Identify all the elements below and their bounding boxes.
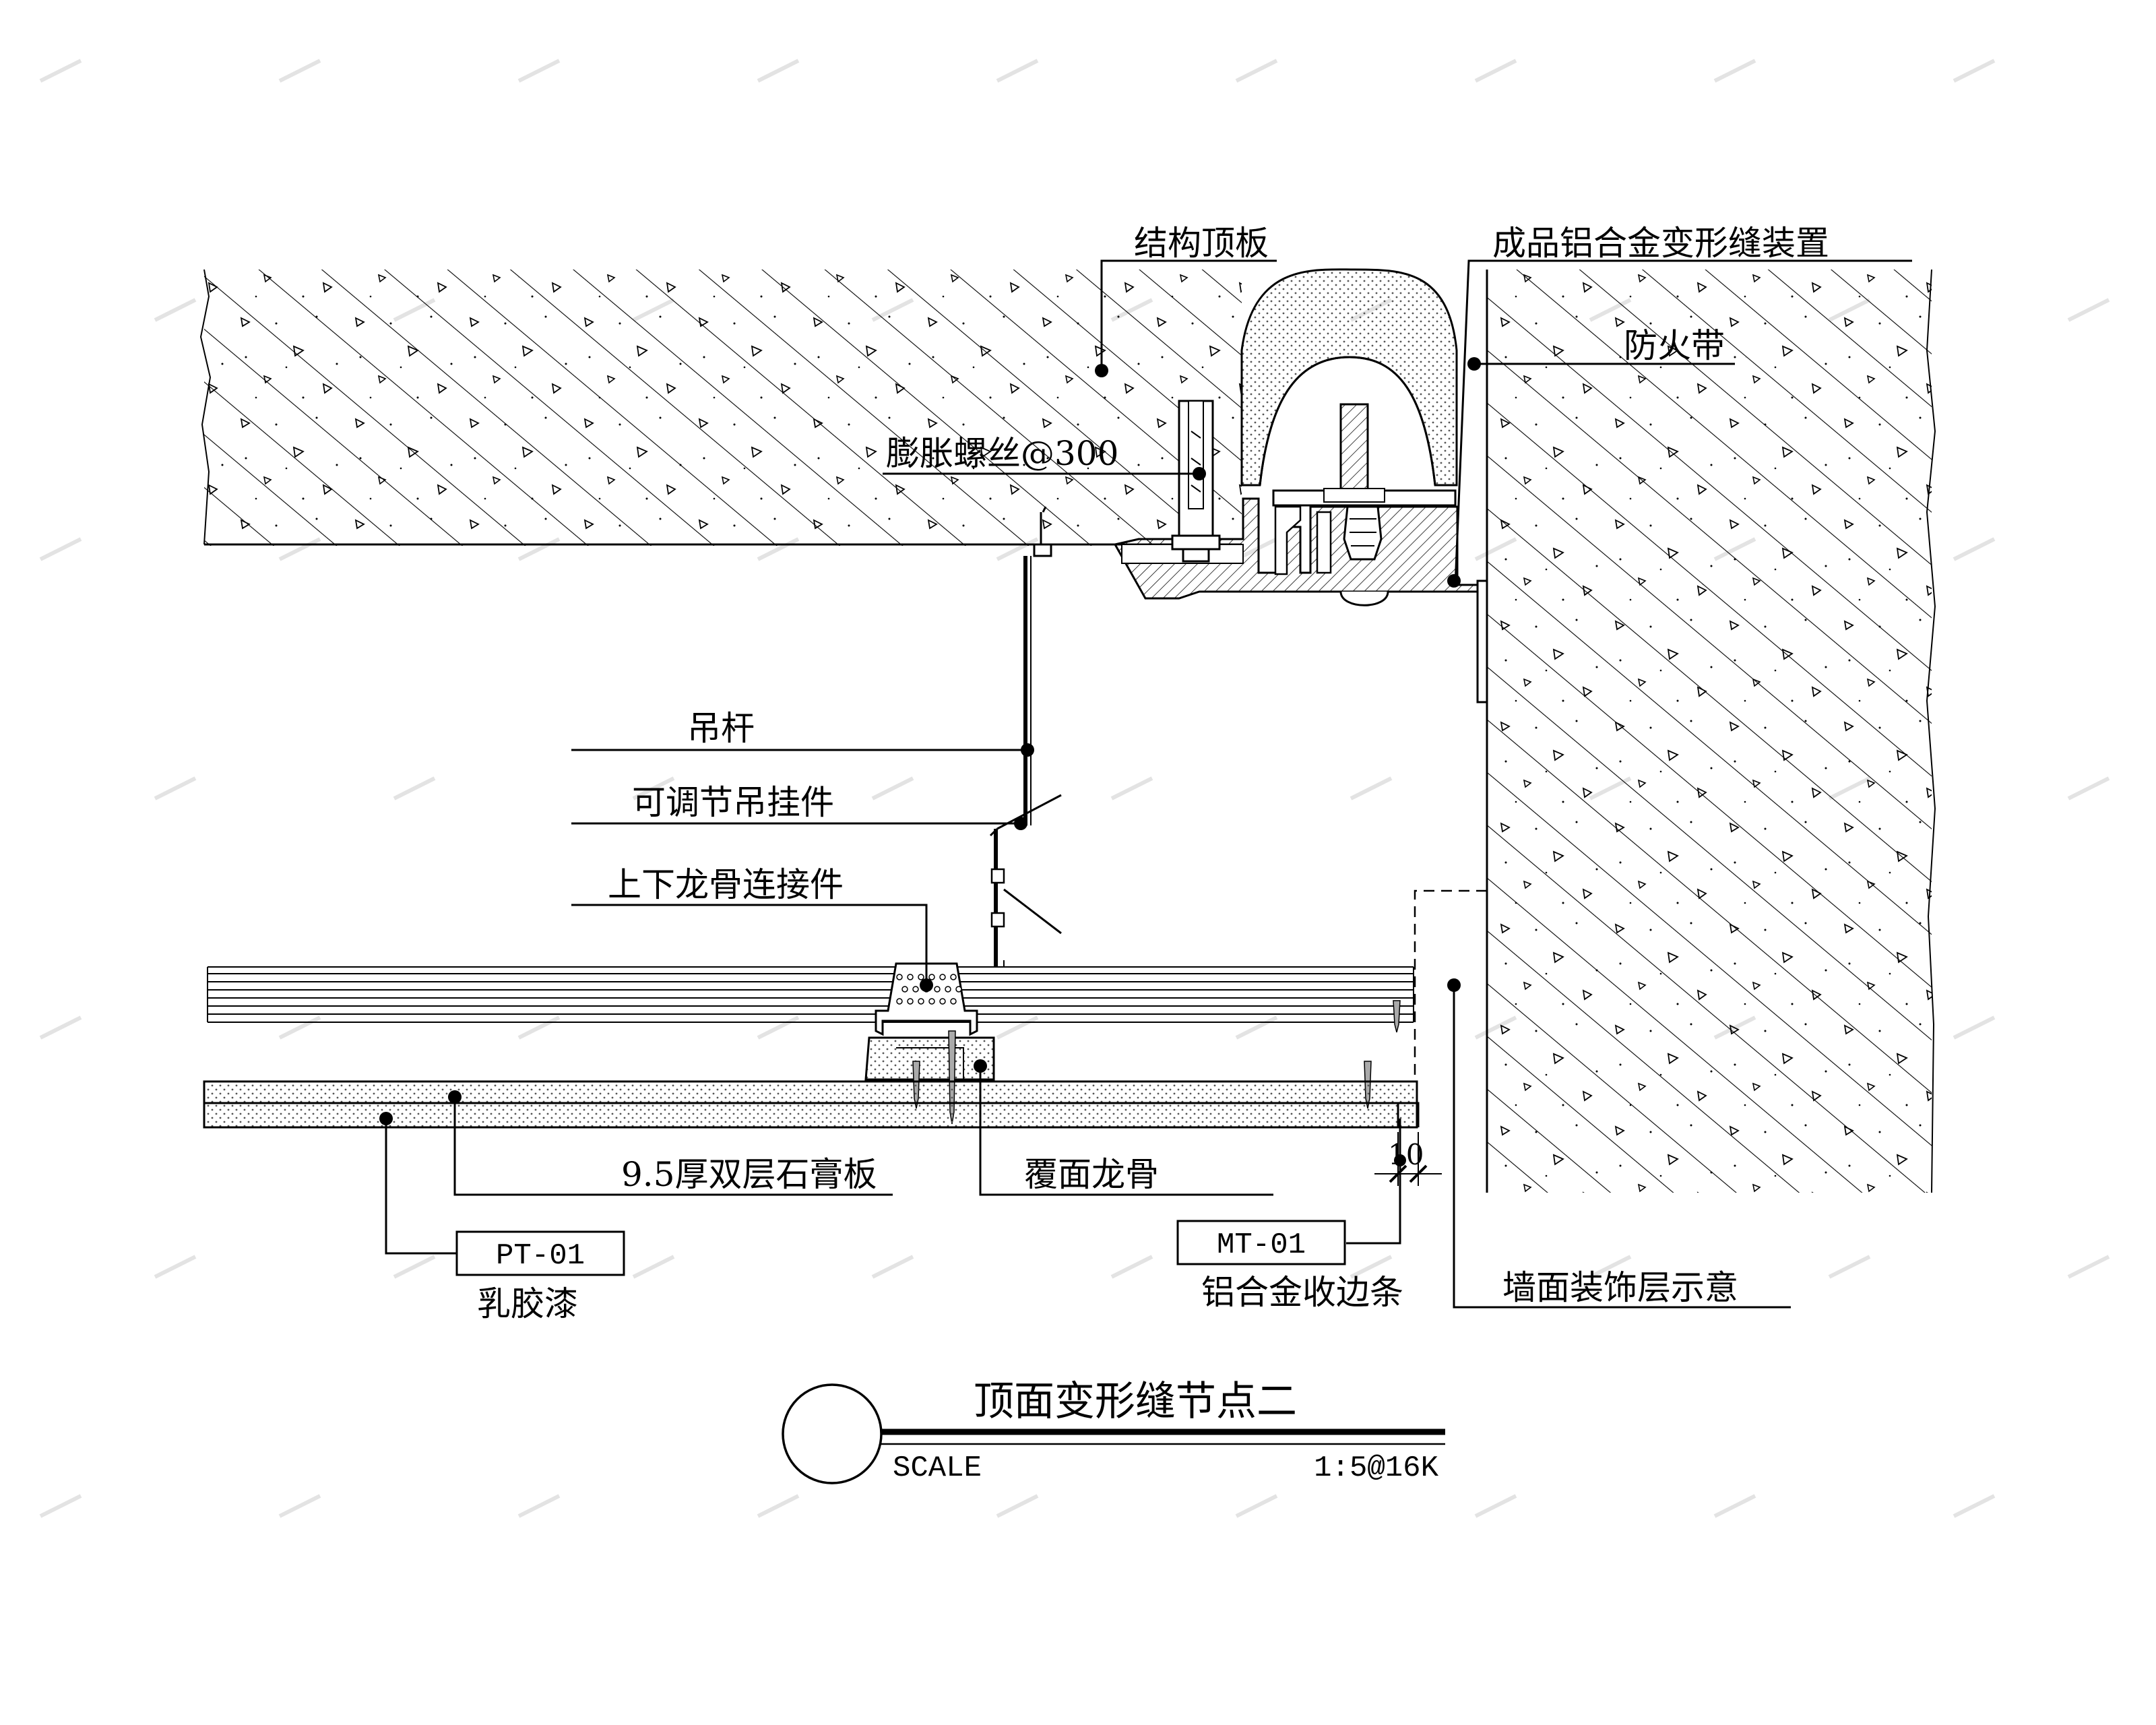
- tag-mt-01-caption: 铝合金收边条: [1201, 1273, 1403, 1312]
- connector-hole: [928, 998, 935, 1005]
- watermark-mark: [39, 59, 82, 83]
- tag-mt-01-code: MT-01: [1217, 1228, 1306, 1262]
- watermark-mark: [1110, 1255, 1153, 1279]
- watermark-mark: [1474, 1494, 1517, 1518]
- connector-hole: [896, 974, 903, 980]
- watermark-mark: [871, 776, 914, 801]
- connector-hole: [918, 998, 924, 1005]
- connector-hole: [907, 998, 914, 1005]
- adjustable-hanger: [989, 794, 1062, 967]
- watermark-mark: [996, 1494, 1039, 1518]
- title-block: 顶面变形缝节点二 SCALE 1:5@16K: [782, 1378, 1445, 1485]
- watermark-mark: [1350, 776, 1393, 801]
- connector-hole: [939, 974, 946, 980]
- watermark-mark: [393, 1255, 436, 1279]
- scale-label: SCALE: [893, 1451, 982, 1485]
- drawing-title: 顶面变形缝节点二: [974, 1378, 1297, 1425]
- watermark-mark: [154, 776, 197, 801]
- watermark-mark: [1828, 1255, 1871, 1279]
- tag-pt-01-caption: 乳胶漆: [477, 1284, 578, 1323]
- watermark-mark: [1474, 59, 1517, 83]
- watermark-mark: [2067, 298, 2110, 322]
- watermark-mark: [1589, 1255, 1632, 1279]
- connector-hole: [934, 986, 941, 993]
- label-fire-strip: 防火带: [1624, 326, 1725, 365]
- watermark-mark: [154, 298, 197, 322]
- watermark-mark: [393, 776, 436, 801]
- label-expansion-joint-device: 成品铝合金变形缝装置: [1492, 224, 1829, 263]
- watermark-mark: [1235, 1494, 1278, 1518]
- watermark-mark: [517, 59, 561, 83]
- watermark-mark: [757, 1015, 800, 1040]
- connector-hole: [901, 986, 908, 993]
- connector-hole: [950, 974, 957, 980]
- watermark-mark: [1350, 1255, 1393, 1279]
- label-dimension-10: 10: [1388, 1138, 1424, 1171]
- fire-strip: [1240, 268, 1458, 487]
- label-expansion-bolt: 膨胀螺丝@300: [886, 434, 1118, 473]
- leader-lines: [379, 259, 1912, 1309]
- label-keel-connector: 上下龙骨连接件: [608, 865, 844, 904]
- tag-pt-01-code: PT-01: [496, 1239, 585, 1273]
- connector-hole: [928, 974, 935, 980]
- label-gypsum-board: 9.5厚双层石膏板: [621, 1155, 877, 1194]
- watermark-mark: [1713, 1494, 1756, 1518]
- watermark-mark: [39, 537, 82, 561]
- watermark-mark: [757, 1494, 800, 1518]
- watermark-mark: [517, 1015, 561, 1040]
- hanger-rod: [1023, 506, 1052, 825]
- connector-hole: [950, 998, 957, 1005]
- watermark-mark: [517, 1494, 561, 1518]
- watermark-mark: [871, 1255, 914, 1279]
- structural-slab: [199, 269, 1242, 546]
- scale-value: 1:5@16K: [1314, 1451, 1438, 1485]
- connector-hole: [896, 998, 903, 1005]
- expansion-bolt: [1171, 400, 1221, 563]
- watermark-mark: [1953, 1494, 1996, 1518]
- connector-hole: [918, 974, 924, 980]
- keel-connector: [875, 962, 978, 1036]
- watermark-mark: [2067, 776, 2110, 801]
- watermark-mark: [996, 1015, 1039, 1040]
- watermark-mark: [1235, 59, 1278, 83]
- watermark-mark: [39, 1494, 82, 1518]
- watermark-mark: [39, 1015, 82, 1040]
- connector-hole: [912, 986, 919, 993]
- watermark-mark: [632, 1255, 675, 1279]
- watermark-mark: [996, 59, 1039, 83]
- connector-hole: [945, 986, 951, 993]
- label-wall-finish: 墙面装饰层示意: [1502, 1268, 1738, 1307]
- watermark-mark: [1953, 59, 1996, 83]
- watermark-mark: [632, 776, 675, 801]
- watermark-mark: [1953, 1015, 1996, 1040]
- watermark-mark: [278, 1015, 321, 1040]
- watermark-mark: [757, 59, 800, 83]
- label-cover-keel: 覆面龙骨: [1024, 1155, 1159, 1194]
- gypsum-board: [203, 1080, 1418, 1129]
- watermark-mark: [1713, 59, 1756, 83]
- main-keel: [207, 966, 1414, 1023]
- watermark-mark: [1110, 776, 1153, 801]
- watermark-mark: [278, 59, 321, 83]
- watermark-mark: [154, 1255, 197, 1279]
- watermark-mark: [1235, 1015, 1278, 1040]
- structural-wall: [1414, 269, 1936, 1193]
- connector-hole: [939, 998, 946, 1005]
- tag-mt-01: MT-01 铝合金收边条: [1176, 1220, 1403, 1312]
- watermark-mark: [278, 1494, 321, 1518]
- connector-hole: [907, 974, 914, 980]
- cover-keel: [864, 1036, 995, 1081]
- connector-hole: [955, 986, 962, 993]
- watermark-mark: [2067, 1255, 2110, 1279]
- aluminum-edge-strip: [1397, 1102, 1420, 1127]
- label-hanger-rod: 吊杆: [687, 709, 755, 748]
- dimension-10: [1374, 1132, 1442, 1186]
- tag-pt-01: PT-01 乳胶漆: [455, 1230, 625, 1323]
- watermark-mark: [1953, 537, 1996, 561]
- label-adjustable-hanger: 可调节吊挂件: [632, 783, 834, 822]
- label-structural-slab: 结构顶板: [1134, 224, 1269, 263]
